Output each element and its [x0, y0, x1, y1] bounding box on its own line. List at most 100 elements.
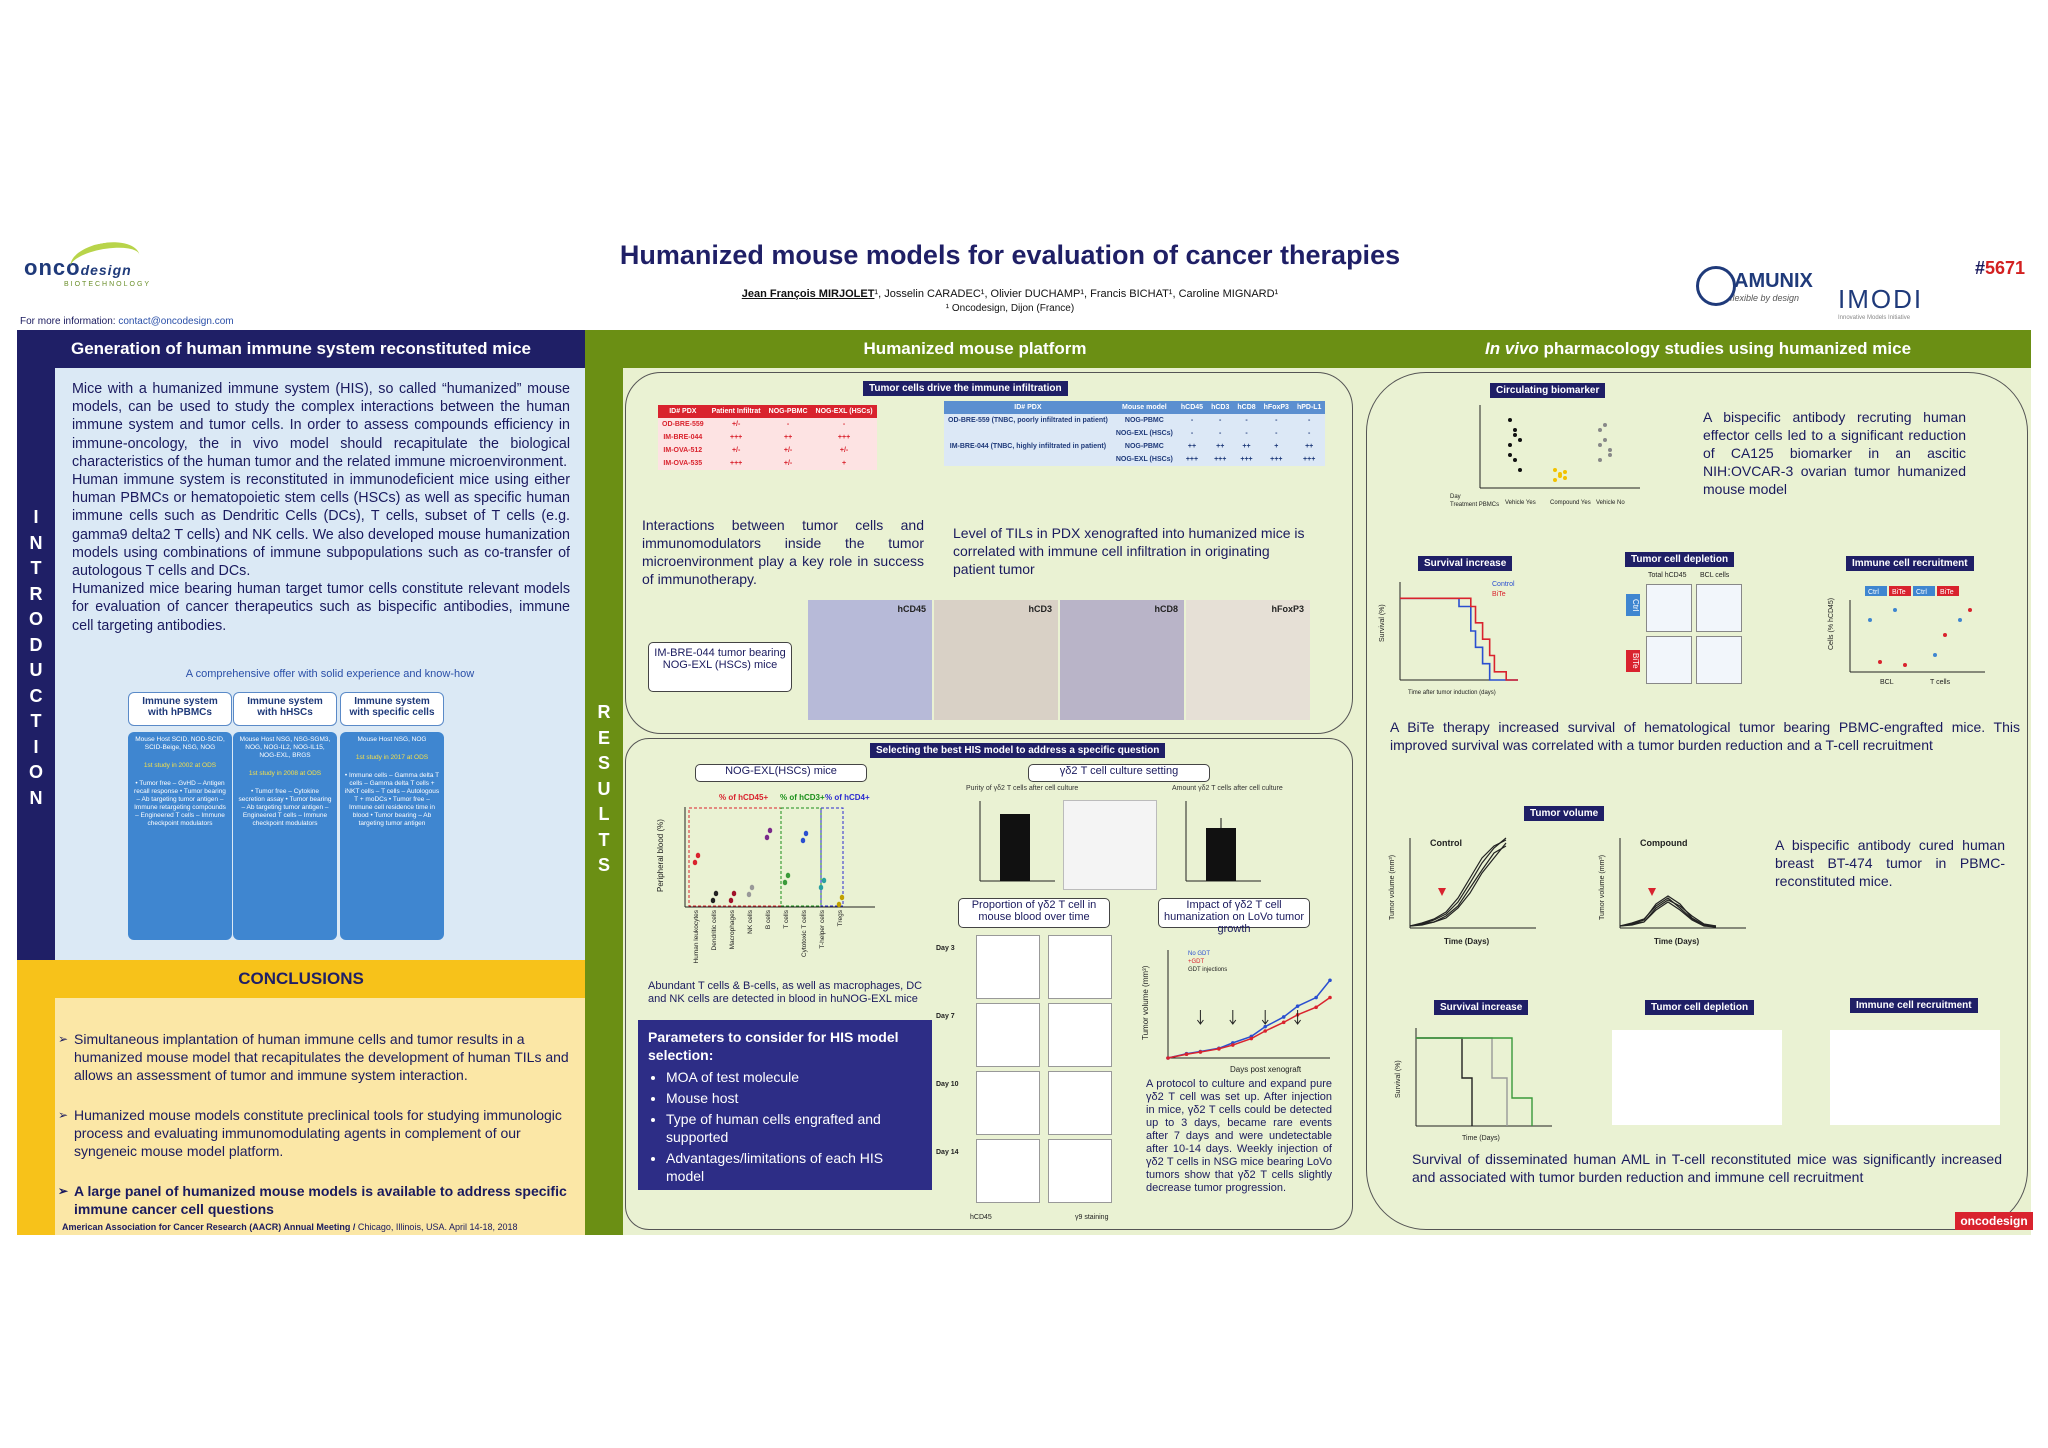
data-point [1295, 1004, 1300, 1008]
svg-text:Tumor volume (mm³): Tumor volume (mm³) [1389, 855, 1396, 920]
flow-plot [976, 1003, 1040, 1067]
ca125-dot [1553, 478, 1557, 482]
gd-proportion-box: Proportion of γδ2 T cell in mouse blood … [958, 898, 1110, 928]
nog-dot [764, 834, 770, 840]
table-cell: - [1207, 427, 1234, 440]
results-letter: S [597, 753, 610, 773]
svg-text:Time after tumor induction (da: Time after tumor induction (days) [1408, 690, 1496, 696]
ca125-dot [1598, 443, 1602, 447]
contact-line: For more information: contact@oncodesign… [20, 316, 234, 327]
flow-plot [1048, 1071, 1112, 1135]
ca125-dot-chart: Day Treatment PBMCs Vehicle Yes Compound… [1450, 405, 1640, 508]
svg-text:Time (Days): Time (Days) [1444, 937, 1490, 946]
ihc-image-hfoxp3: hFoxP3 [1186, 600, 1310, 720]
svg-text:Survival (%): Survival (%) [1395, 1060, 1402, 1098]
table-cell: NOG-PBMC [1111, 440, 1177, 453]
authors: Jean François MIRJOLET¹, Josselin CARADE… [741, 288, 1279, 300]
table-cell: - [1176, 414, 1208, 427]
results-letter: R [597, 702, 611, 722]
aml-survival-line [1416, 1037, 1533, 1126]
panel2-label: Selecting the best HIS model to address … [870, 743, 1166, 758]
table-cell: OD-BRE-559 (TNBC, poorly infiltrated in … [944, 414, 1112, 427]
data-point [1281, 1020, 1286, 1025]
series-line [1167, 996, 1331, 1059]
flow-plot [1048, 935, 1112, 999]
recruitment-dot [1958, 618, 1962, 622]
intro-letter: C [29, 685, 43, 706]
aml-depletion-plot [1612, 1030, 1782, 1125]
ihc-image-hcd8: hCD8 [1060, 600, 1184, 720]
table-cell: ++ [1233, 440, 1260, 453]
table-cell: +/- [707, 444, 765, 457]
data-point [1184, 1052, 1189, 1057]
tumor-volume-text: A bispecific antibody cured human breast… [1775, 837, 2005, 889]
nog-dot [839, 894, 845, 900]
table-row: NOG-EXL (HSCs)+++++++++++++++ [944, 453, 1326, 466]
purity-bar [1000, 814, 1030, 881]
intro-letter: O [28, 762, 43, 782]
table-header: ID# PDX [658, 405, 708, 418]
nog-dot [692, 859, 698, 865]
nog-dot [731, 890, 737, 896]
svg-text:Ctrl: Ctrl [1868, 589, 1879, 596]
table-cell: - [1233, 414, 1260, 427]
legend-hcd4: % of hCD4+ [825, 793, 870, 802]
flow-plot [976, 1071, 1040, 1135]
nog-dot [710, 897, 716, 903]
table-cell: - [764, 418, 812, 431]
ca125-dot [1513, 458, 1517, 462]
platform-heading: Humanized mouse platform [863, 339, 1087, 358]
tumor-curve [1619, 897, 1717, 927]
svg-text:BCL: BCL [1880, 679, 1894, 686]
injection-arrow [1261, 1010, 1269, 1025]
data-point [1328, 995, 1332, 1000]
data-point [1314, 995, 1318, 1000]
table-cell [944, 427, 1112, 440]
aml-recruitment-plot [1830, 1030, 2000, 1125]
table-cell: - [1176, 427, 1208, 440]
survival-label: Survival increase [1418, 556, 1513, 571]
results-letter: S [597, 855, 610, 875]
intro-letter: N [29, 532, 43, 553]
conclusion-item: Humanized mouse models constitute precli… [58, 1106, 583, 1160]
treatment-marker-icon [1648, 888, 1656, 896]
table-cell: +++ [1176, 453, 1208, 466]
tv-compound-chart: Tumor volume (mm³) Time (Days) Compound [1599, 838, 1746, 946]
conclusion-item: Simultaneous implantation of human immun… [58, 1030, 583, 1084]
ca125-dot [1553, 468, 1557, 472]
nog-dot [800, 837, 806, 843]
table-cell: OD-BRE-559 [658, 418, 708, 431]
circulating-label: Circulating biomarker [1490, 383, 1606, 398]
legend-hcd3: % of hCD3+ [780, 793, 825, 802]
ca125-dot [1608, 453, 1612, 457]
table-cell: ++ [1292, 440, 1326, 453]
flow-cytometry-plot [1063, 800, 1157, 890]
data-point [1314, 1005, 1318, 1010]
tumor-curve [1409, 842, 1507, 927]
intro-letter: O [28, 609, 43, 629]
nog-dot [818, 884, 824, 890]
flow-plot [1048, 1139, 1112, 1203]
svg-text:Day: Day [1450, 494, 1461, 500]
table-cell: +++ [1233, 453, 1260, 466]
nog-dot [821, 877, 827, 883]
svg-text:Survival (%): Survival (%) [1379, 604, 1386, 642]
table-cell: ++ [764, 431, 812, 444]
nog-category-label: Dendritic cells [711, 909, 718, 950]
aml-survival-chart: Survival (%) Time (Days) [1395, 1028, 1552, 1142]
nog-category-label: Cytotoxic T cells [801, 909, 808, 957]
svg-text:BiTe: BiTe [1892, 589, 1906, 596]
table-cell: + [1259, 440, 1293, 453]
contact-email-link[interactable]: contact@oncodesign.com [118, 316, 234, 327]
ca125-dot [1558, 474, 1562, 478]
table-row: OD-BRE-559 (TNBC, poorly infiltrated in … [944, 414, 1326, 427]
offer-hpbmcs: Immune system with hPBMCs Mouse Host SCI… [128, 692, 232, 940]
table-cell: - [1207, 414, 1234, 427]
ca125-dot [1603, 438, 1607, 442]
table-row: IM-OVA-535++++/-+ [658, 457, 877, 470]
tumor-curve [1409, 837, 1507, 927]
results-letter: T [598, 829, 610, 850]
data-point [1249, 1036, 1254, 1041]
